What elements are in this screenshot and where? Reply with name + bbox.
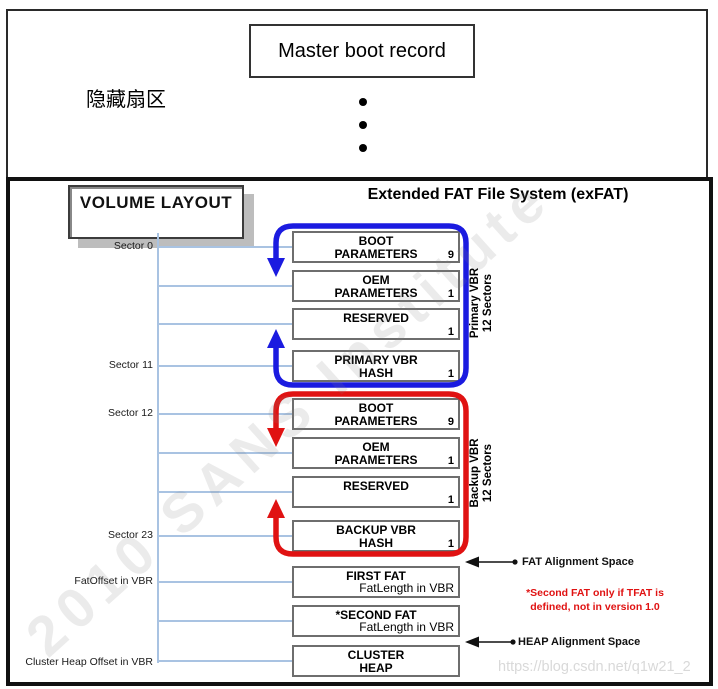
connector-line (158, 285, 292, 287)
box-first-fat: FIRST FAT FatLength in VBR (292, 566, 460, 598)
volume-layout-title: VOLUME LAYOUT (79, 193, 233, 212)
box-title: *SECOND FAT (335, 608, 417, 622)
box-title: CLUSTER (347, 648, 405, 662)
box-length-note: FatLength in VBR (359, 581, 454, 595)
box-backup-vbr-hash: BACKUP VBR HASH 1 (292, 520, 460, 552)
box-sector-count: 1 (447, 368, 454, 380)
side-label-line: 12 Sectors (482, 443, 494, 503)
box-second-fat: *SECOND FAT FatLength in VBR (292, 605, 460, 637)
volume-layout-title-box: VOLUME LAYOUT (68, 185, 244, 239)
box-sector-count: 9 (447, 416, 454, 428)
box-oem-parameters-backup: OEM PARAMETERS 1 (292, 437, 460, 469)
connector-line (158, 491, 292, 493)
connector-line (158, 660, 292, 662)
url-watermark: https://blog.csdn.net/q1w21_2 (498, 659, 691, 675)
ellipsis-dot (359, 144, 367, 152)
connector-line (158, 581, 292, 583)
hidden-sectors-label: 隐藏扇区 (86, 87, 166, 111)
connector-line (158, 323, 292, 325)
fat-alignment-label: FAT Alignment Space (522, 556, 634, 568)
connector-line (158, 413, 292, 415)
box-sector-count: 1 (447, 494, 454, 506)
master-boot-record-label: Master boot record (278, 39, 446, 62)
label-sector-12: Sector 12 (108, 407, 153, 419)
box-sector-count: 1 (447, 326, 454, 338)
box-title: RESERVED (343, 479, 409, 493)
connector-line (158, 246, 292, 248)
side-label-line: Backup VBR (469, 438, 481, 508)
box-reserved-backup: RESERVED 1 (292, 476, 460, 508)
second-fat-note-line: *Second FAT only if TFAT is (526, 587, 664, 599)
second-fat-note: *Second FAT only if TFAT is defined, not… (500, 586, 690, 614)
box-sector-count: 1 (447, 538, 454, 550)
label-cluster-heap-offset: Cluster Heap Offset in VBR (25, 656, 153, 668)
master-boot-record-box: Master boot record (249, 24, 475, 78)
label-sector-23: Sector 23 (108, 529, 153, 541)
box-title: HASH (358, 536, 393, 550)
box-cluster-heap: CLUSTER HEAP (292, 645, 460, 677)
ellipsis-dot (359, 121, 367, 129)
connector-line (158, 620, 292, 622)
ellipsis-dot (359, 98, 367, 106)
label-fat-offset: FatOffset in VBR (74, 575, 153, 587)
label-backup-vbr-sectors: Backup VBR 12 Sectors (469, 408, 503, 538)
connector-line (158, 535, 292, 537)
trunk-line (157, 233, 159, 663)
connector-line (158, 365, 292, 367)
box-title: FIRST FAT (346, 569, 406, 583)
box-title: HEAP (359, 661, 393, 675)
label-sector-0: Sector 0 (113, 240, 153, 252)
figure-title: Extended FAT File System (exFAT) (367, 186, 629, 203)
label-sector-11: Sector 11 (108, 359, 153, 371)
second-fat-note-line: defined, not in version 1.0 (530, 601, 660, 613)
box-title: PARAMETERS (334, 453, 418, 467)
box-length-note: FatLength in VBR (359, 620, 454, 634)
box-sector-count: 1 (447, 455, 454, 467)
connector-line (158, 452, 292, 454)
heap-alignment-label: HEAP Alignment Space (518, 636, 641, 648)
